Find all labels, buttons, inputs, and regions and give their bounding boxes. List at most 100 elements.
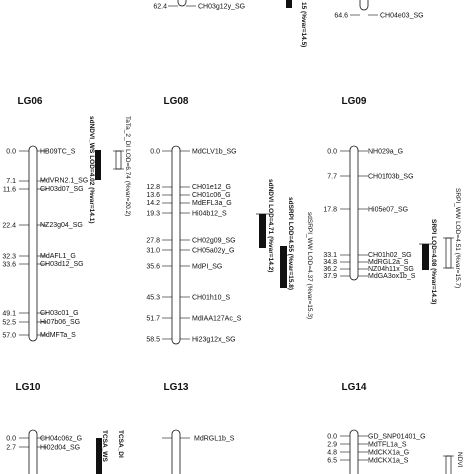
- locus-position: 33.6: [2, 262, 16, 269]
- locus-position: 12.8: [146, 184, 160, 191]
- marker-name: Hi04b12_S: [192, 211, 227, 218]
- qtl-bar: [259, 214, 266, 248]
- locus-position: 4.8: [327, 450, 337, 457]
- locus-position: 57.0: [2, 333, 16, 340]
- marker-name: GD_SNP01401_G: [368, 434, 426, 441]
- qtl-interval: [445, 237, 452, 269]
- marker-name: MdIAA127Ac_S: [192, 316, 242, 323]
- linkage-group-title: LG14: [341, 382, 366, 393]
- qtl-label: TaTa_2_DILOD=6.74 (%var=20.2): [124, 116, 131, 216]
- locus-position: 31.0: [146, 248, 160, 255]
- marker-name: NZ23g04_SG: [40, 222, 83, 229]
- locus-position: 35.6: [146, 264, 160, 271]
- marker-name: CH03d07_SG: [40, 186, 84, 193]
- marker-name: Hi23g12x_SG: [192, 337, 236, 344]
- marker-name: Hi07b06_SG: [40, 319, 80, 326]
- qtl-interval: [115, 150, 122, 170]
- marker-name: Hi02d04_SG: [40, 445, 80, 452]
- locus-position: 11.6: [3, 187, 16, 194]
- linkage-group-lg08: 0.0 MdCLV1b_SG 12.8 CH01e12_G 13.6 CH01c…: [146, 145, 313, 345]
- marker-name: HB09TC_S: [40, 149, 76, 156]
- locus-position: 62.4: [153, 4, 167, 11]
- locus-position: 14.2: [146, 200, 160, 207]
- locus-position: 13.6: [146, 192, 160, 199]
- locus-position: 64.6: [334, 13, 348, 20]
- marker-name: MdMFTa_S: [40, 332, 76, 339]
- marker-name: MdTFL1a_S: [368, 442, 407, 449]
- marker-name: MdGA3ox1b_S: [368, 273, 416, 280]
- marker-name: MdAFL1_G: [40, 253, 76, 260]
- qtl-label: SRPI_WWLOD=4.51 (%var=15.7): [454, 188, 461, 288]
- linkage-group-title: LG08: [163, 96, 188, 107]
- locus-position: 33.1: [323, 252, 337, 259]
- marker-name: CH03g12y_SG: [198, 4, 245, 11]
- locus-position: 45.3: [146, 295, 160, 302]
- linkage-group-title: LG09: [341, 96, 366, 107]
- locus-position: 52.5: [2, 320, 16, 327]
- qtl-bar: [422, 244, 429, 270]
- top-fragment-right: 64.6 CH04e03_SG: [334, 0, 424, 20]
- linkage-group-title: LG06: [17, 96, 42, 107]
- locus-position: 0.0: [327, 434, 337, 441]
- linkage-group-lg06: 0.0 HB09TC_S 7.1 MdVRN2.1_SG 11.6 CH03d0…: [2, 116, 131, 342]
- locus-position: 2.7: [6, 445, 16, 452]
- marker-name: CH03c01_G: [40, 310, 79, 317]
- marker-name: MdCKX1a_S: [368, 458, 409, 465]
- locus-position: 19.3: [146, 211, 160, 218]
- linkage-group-lg10: 0.0 CH04c06z_G 2.7 Hi02d04_SG TCSA_WS TC…: [6, 429, 124, 474]
- linkage-group-lg09: 0.0 NH029a_G 7.7 CH01f03b_SG 17.8 Hi05e0…: [323, 145, 461, 304]
- marker-name: CH01e12_G: [192, 184, 231, 191]
- marker-name: CH05a02y_G: [192, 248, 234, 255]
- qtl-label: 15 (%var=14.5): [300, 2, 307, 47]
- locus-position: 7.7: [327, 174, 337, 181]
- linkage-group-title: LG13: [163, 382, 188, 393]
- locus-position: 22.4: [2, 223, 16, 230]
- marker-name: CH02g09_SG: [192, 238, 236, 245]
- qtl-bar: [280, 246, 287, 288]
- locus-position: 0.0: [6, 436, 16, 443]
- locus-position: 2.9: [327, 442, 337, 449]
- linkage-group-title: LG10: [15, 382, 40, 393]
- marker-name: Hi05e07_SG: [368, 207, 408, 214]
- marker-name: MdPI_SG: [192, 264, 222, 271]
- locus-position: 27.8: [146, 238, 160, 245]
- marker-name: CH01h02_SG: [368, 252, 412, 259]
- marker-name: CH01c06_G: [192, 192, 231, 199]
- linkage-group-lg13: MdRGL1b_S: [162, 429, 235, 474]
- marker-name: MdCLV1b_SG: [192, 149, 237, 156]
- top-fragment-left: 62.4 CH03g12y_SG 15 (%var=14.5): [153, 0, 307, 47]
- locus-position: 0.0: [327, 149, 337, 156]
- qtl-label: sdNDVILOD=4.71 (%var=14.2): [267, 179, 274, 272]
- qtl-bar: [95, 150, 101, 180]
- locus-position: 36.2: [323, 266, 337, 273]
- marker-name: MdRGL2a_S: [368, 259, 409, 266]
- marker-name: CH04e03_SG: [380, 13, 424, 20]
- locus-position: 0.0: [150, 149, 160, 156]
- qtl-label: TCSA_DI: [117, 430, 124, 458]
- marker-name: MdCKX1a_G: [368, 450, 409, 457]
- locus-position: 17.8: [323, 207, 337, 214]
- marker-name: CH03d12_SG: [40, 261, 84, 268]
- linkage-group-lg14: 0.0 GD_SNP01401_G 2.9 MdTFL1a_S 4.8 MdCK…: [327, 429, 463, 474]
- qtl-bar: [96, 438, 102, 474]
- qtl-label: sdNDVI_WSLOD=4.02 (%var=14.1): [88, 116, 95, 224]
- locus-position: 34.8: [323, 259, 337, 266]
- qtl-label: SRPILOD=4.08 (%var=14.3): [430, 219, 437, 304]
- qtl-interval: [445, 455, 452, 474]
- marker-name: CH01h10_S: [192, 295, 230, 302]
- marker-name: CH04c06z_G: [40, 436, 82, 443]
- qtl-label: sdSRPI_WWLOD=4.37 (%var=15.3): [306, 212, 313, 319]
- qtl-label: TCSA_WS: [101, 430, 108, 462]
- locus-position: 32.3: [2, 254, 16, 261]
- marker-name: NZ04h11x_SG: [368, 266, 414, 273]
- marker-name: MdVRN2.1_SG: [40, 178, 88, 185]
- locus-position: 7.1: [6, 178, 16, 185]
- qtl-label: NDVI: [456, 452, 463, 468]
- locus-position: 6.5: [327, 458, 337, 465]
- marker-name: NH029a_G: [368, 149, 403, 156]
- marker-name: CH01f03b_SG: [368, 174, 414, 181]
- marker-name: MdRGL1b_S: [194, 436, 235, 443]
- locus-position: 51.7: [146, 316, 160, 323]
- locus-position: 0.0: [6, 149, 16, 156]
